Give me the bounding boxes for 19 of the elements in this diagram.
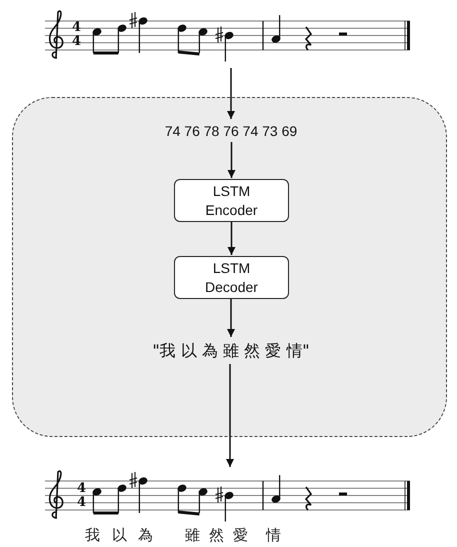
arrow [228, 222, 236, 255]
box-label: LSTM Decoder [204, 258, 259, 296]
lyric-character: 然 [209, 526, 224, 545]
lyric-character: 雖 [185, 526, 200, 545]
lyric-character: 情 [266, 526, 281, 545]
dashed-region [12, 97, 447, 437]
process-box [174, 179, 289, 222]
lyric-character: 為 [138, 526, 153, 545]
arrow [227, 299, 235, 337]
output-lyrics-text: "我 以 為 雖 然 愛 情" [152, 340, 310, 362]
box-label: LSTM Encoder [204, 182, 259, 220]
note-sequence-text: 74 76 78 76 74 73 69 [164, 123, 298, 139]
process-box [174, 256, 289, 299]
arrow [227, 68, 235, 119]
arrow [228, 142, 236, 178]
arrow [226, 364, 234, 467]
lyric-character: 我 [85, 526, 100, 545]
lyric-character: 以 [112, 526, 127, 545]
lyric-character: 愛 [233, 526, 248, 545]
